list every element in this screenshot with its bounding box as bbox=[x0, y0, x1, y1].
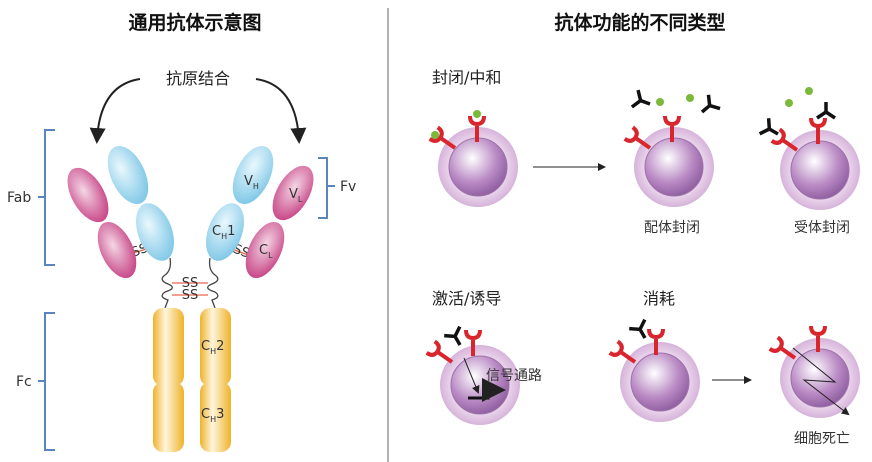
fc-bracket bbox=[38, 312, 55, 451]
cell-receptor-block bbox=[757, 87, 861, 211]
right-ch2-domain bbox=[200, 308, 231, 386]
left-ch1-domain bbox=[136, 203, 174, 261]
ss-hinge-2: SS bbox=[182, 288, 199, 303]
fv-label: Fv bbox=[340, 179, 356, 195]
antigen-binding-label: 抗原结合 bbox=[166, 69, 230, 88]
left-cl-domain bbox=[97, 221, 137, 279]
cell-death bbox=[767, 324, 861, 419]
right-title: 抗体功能的不同类型 bbox=[554, 11, 725, 34]
left-ch3-domain bbox=[153, 382, 184, 452]
left-title: 通用抗体示意图 bbox=[128, 11, 261, 34]
activate-induce-heading: 激活/诱导 bbox=[432, 289, 501, 308]
left-vh-domain bbox=[107, 146, 149, 204]
cell-activation bbox=[424, 324, 521, 426]
ss-hinge-1: SS bbox=[182, 276, 199, 291]
hinge-region bbox=[161, 257, 219, 309]
fc-label: Fc bbox=[16, 374, 32, 390]
block-neutralize-heading: 封闭/中和 bbox=[432, 68, 501, 87]
signal-pathway-label: 信号通路 bbox=[486, 368, 542, 384]
cell-depletion bbox=[607, 317, 701, 423]
fab-label: Fab bbox=[7, 190, 31, 206]
ch3-label: CH3 bbox=[201, 407, 224, 424]
antigen-arrow-left bbox=[89, 78, 141, 144]
right-vh-domain bbox=[232, 146, 274, 204]
cell-death-label: 细胞死亡 bbox=[794, 431, 850, 447]
cell-before-block bbox=[427, 110, 519, 208]
right-cl-domain bbox=[245, 221, 285, 279]
left-vl-domain bbox=[67, 167, 109, 223]
left-ch2-domain bbox=[153, 308, 184, 386]
receptor-block-label: 受体封闭 bbox=[794, 220, 850, 236]
disulfide-bonds bbox=[132, 247, 249, 296]
depletion-heading: 消耗 bbox=[643, 289, 675, 308]
ligand-block-label: 配体封闭 bbox=[644, 220, 700, 236]
cell-ligand-block bbox=[622, 88, 722, 208]
cl-label: CL bbox=[259, 243, 273, 260]
right-vl-domain bbox=[272, 165, 314, 221]
vl-label: VL bbox=[289, 187, 303, 204]
fv-bracket bbox=[318, 157, 335, 219]
ch2-label: CH2 bbox=[201, 339, 224, 356]
antigen-arrow-right bbox=[255, 78, 307, 144]
ch1-label: CH1 bbox=[212, 224, 235, 241]
right-ch3-domain bbox=[200, 382, 231, 452]
fab-bracket bbox=[38, 129, 55, 266]
right-ch1-domain bbox=[206, 203, 244, 261]
vh-label: VH bbox=[244, 174, 259, 191]
